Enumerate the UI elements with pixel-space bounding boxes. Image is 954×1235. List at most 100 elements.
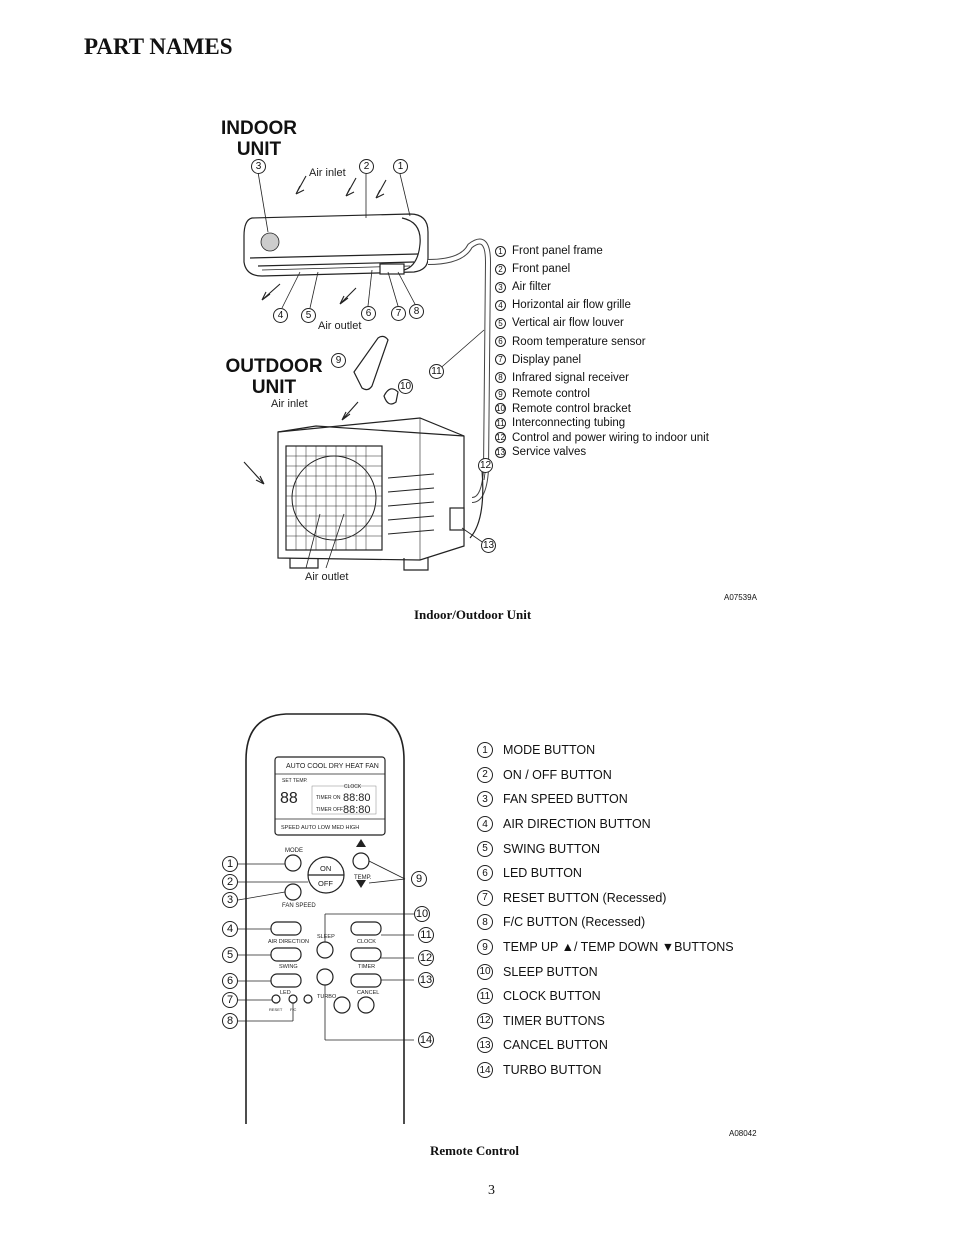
legend-number: 11 bbox=[477, 988, 493, 1005]
figure2-caption: Remote Control bbox=[430, 1143, 519, 1158]
legend-label: Front panel bbox=[512, 263, 571, 276]
legend-label: Room temperature sensor bbox=[512, 335, 646, 348]
label-air-direction: AIR DIRECTION bbox=[268, 939, 309, 945]
legend-number: 11 bbox=[495, 417, 506, 429]
legend-number: 1 bbox=[495, 245, 506, 257]
legend-label: SLEEP BUTTON bbox=[503, 964, 598, 979]
legend-label: Infrared signal receiver bbox=[512, 371, 629, 384]
lcd-speed: SPEED bbox=[281, 825, 300, 831]
legend-number: 2 bbox=[477, 766, 493, 783]
legend-item: 2 ON / OFF BUTTON bbox=[477, 763, 734, 788]
legend-item: 3 Air filter bbox=[495, 278, 709, 296]
callout-14-remote: 14 bbox=[418, 1032, 434, 1048]
legend-item: 12 TIMER BUTTONS bbox=[477, 1009, 734, 1034]
legend-number: 7 bbox=[477, 889, 493, 906]
legend-label: TEMP UP ▲/ TEMP DOWN ▼BUTTONS bbox=[503, 940, 734, 955]
remote-control-diagram: AUTO COOL DRY HEAT FAN SET TEMP. CLOCK T… bbox=[237, 713, 414, 1124]
callout-6-remote: 6 bbox=[222, 973, 238, 989]
label-reset: RESET bbox=[269, 1007, 283, 1012]
callout-1-indoor: 1 bbox=[393, 159, 408, 174]
label-sleep: SLEEP bbox=[317, 934, 335, 940]
lcd-timer-on: TIMER ON bbox=[316, 795, 341, 801]
lcd-digits-off: 88:80 bbox=[343, 804, 371, 816]
legend-number: 13 bbox=[495, 446, 506, 458]
figure1-caption: Indoor/Outdoor Unit bbox=[414, 607, 532, 622]
air-outlet-outdoor-label: Air outlet bbox=[305, 571, 348, 583]
callout-2-indoor: 2 bbox=[359, 159, 374, 174]
legend-label: MODE BUTTON bbox=[503, 743, 596, 758]
legend-label: Horizontal air flow grille bbox=[512, 299, 631, 312]
legend-number: 4 bbox=[495, 299, 506, 311]
lcd-fan-levels: AUTO LOW MED HIGH bbox=[301, 825, 359, 831]
callout-8-indoor: 8 bbox=[409, 304, 424, 319]
callout-3-remote: 3 bbox=[222, 892, 238, 908]
lcd-modes: AUTO COOL DRY HEAT FAN bbox=[286, 763, 379, 770]
label-cancel: CANCEL bbox=[357, 990, 379, 996]
callout-10-indoor: 10 bbox=[398, 379, 413, 394]
lcd-timer-off: TIMER OFF bbox=[316, 807, 343, 813]
legend-number: 3 bbox=[495, 281, 506, 293]
legend-number: 4 bbox=[477, 816, 493, 833]
callout-5-remote: 5 bbox=[222, 947, 238, 963]
air-inlet-outdoor-label: Air inlet bbox=[271, 398, 308, 410]
legend-number: 8 bbox=[477, 914, 493, 931]
legend-item: 7 Display panel bbox=[495, 351, 709, 369]
legend-label: Remote control bracket bbox=[512, 402, 631, 415]
legend-label: Control and power wiring to indoor unit bbox=[512, 431, 709, 444]
legend-item: 12 Control and power wiring to indoor uni… bbox=[495, 430, 709, 445]
callout-13-indoor: 13 bbox=[481, 538, 496, 553]
label-on: ON bbox=[320, 864, 331, 873]
legend-number: 9 bbox=[477, 939, 493, 956]
lcd-clock: CLOCK bbox=[344, 784, 362, 790]
legend-number: 5 bbox=[495, 317, 506, 329]
outdoor-label-line1: OUTDOOR bbox=[225, 356, 323, 377]
legend-item: 13 CANCEL BUTTON bbox=[477, 1033, 734, 1058]
callout-1-remote: 1 bbox=[222, 856, 238, 872]
callout-12-remote: 12 bbox=[418, 950, 434, 966]
air-outlet-indoor-label: Air outlet bbox=[318, 320, 361, 332]
legend-label: Display panel bbox=[512, 353, 582, 366]
callout-7-remote: 7 bbox=[222, 992, 238, 1008]
callout-13-remote: 13 bbox=[418, 972, 434, 988]
label-clock: CLOCK bbox=[357, 939, 376, 945]
outdoor-unit-label: OUTDOOR UNIT bbox=[220, 356, 328, 398]
legend-label: Remote control bbox=[512, 388, 590, 400]
callout-8-remote: 8 bbox=[222, 1013, 238, 1029]
legend-label: Air filter bbox=[512, 281, 551, 294]
legend-number: 7 bbox=[495, 354, 506, 366]
legend-item: 4 Horizontal air flow grille bbox=[495, 296, 709, 314]
callout-4-remote: 4 bbox=[222, 921, 238, 937]
callout-11-indoor: 11 bbox=[429, 364, 444, 379]
legend-label: RESET BUTTON (Recessed) bbox=[503, 890, 667, 905]
legend-number: 1 bbox=[477, 742, 493, 759]
legend-label: TIMER BUTTONS bbox=[503, 1013, 605, 1028]
callout-9-remote: 9 bbox=[411, 871, 427, 887]
legend-number: 6 bbox=[495, 336, 506, 348]
outdoor-label-line2: UNIT bbox=[251, 377, 297, 398]
legend-label: CANCEL BUTTON bbox=[503, 1038, 608, 1053]
label-mode: MODE bbox=[285, 848, 303, 854]
legend-number: 13 bbox=[477, 1037, 493, 1054]
legend-number: 12 bbox=[495, 432, 506, 443]
indoor-label-line2: UNIT bbox=[236, 139, 282, 160]
callout-12-indoor: 12 bbox=[478, 458, 493, 473]
legend-label: ON / OFF BUTTON bbox=[503, 767, 612, 782]
callout-5-indoor: 5 bbox=[301, 308, 316, 323]
legend-number: 12 bbox=[477, 1012, 493, 1029]
legend-item: 1 MODE BUTTON bbox=[477, 738, 734, 763]
legend-item: 7 RESET BUTTON (Recessed) bbox=[477, 886, 734, 911]
callout-9-indoor: 9 bbox=[331, 353, 346, 368]
lcd-set-temp: SET TEMP. bbox=[282, 778, 308, 784]
